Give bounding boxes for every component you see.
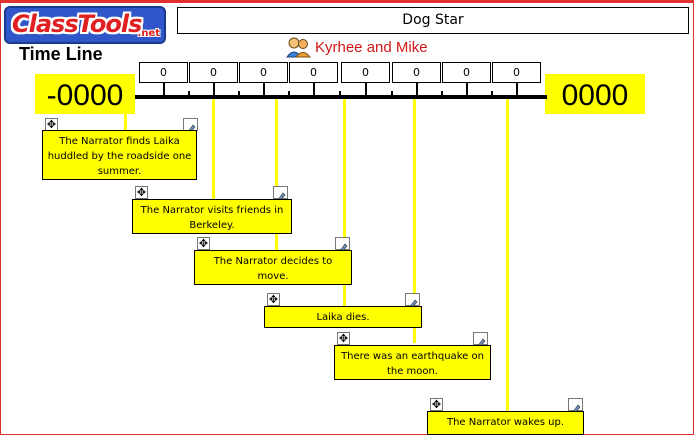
classtools-logo[interactable]: ClassTools .net (4, 6, 166, 44)
event-card[interactable]: Laika dies. (264, 306, 422, 328)
pen-icon[interactable] (473, 332, 488, 349)
event-card[interactable]: The Narrator wakes up. (427, 411, 584, 435)
tick-label: 0 (341, 62, 390, 83)
pen-icon[interactable] (405, 293, 420, 310)
author-row: Kyrhee and Mike (285, 36, 428, 58)
move-icon[interactable]: ✥ (197, 237, 210, 250)
event-text: The Narrator visits friends in Berkeley. (140, 205, 284, 231)
tick-label: 0 (392, 62, 441, 83)
event-text: The Narrator decides to move. (213, 256, 333, 282)
end-year[interactable]: 0000 (545, 74, 645, 114)
axis-tick (263, 83, 265, 97)
axis-minor-tick (391, 91, 393, 97)
event-stem-3 (275, 99, 278, 251)
move-icon[interactable]: ✥ (430, 398, 443, 411)
tick-label: 0 (239, 62, 288, 83)
move-icon[interactable]: ✥ (135, 186, 148, 199)
axis-tick (416, 83, 418, 97)
move-icon[interactable]: ✥ (267, 293, 280, 306)
pen-icon[interactable] (335, 237, 350, 254)
author-name: Kyrhee and Mike (315, 38, 428, 56)
axis-tick (163, 83, 165, 97)
event-text: There was an earthquake on the moon. (341, 351, 484, 377)
timeline-title[interactable]: Dog Star (177, 7, 689, 34)
pen-icon[interactable] (568, 398, 583, 415)
event-text: The Narrator wakes up. (446, 417, 565, 428)
users-icon (285, 36, 312, 58)
event-stem-5 (413, 99, 416, 343)
tick-label: 0 (492, 62, 541, 83)
tick-label: 0 (289, 62, 338, 83)
event-card[interactable]: The Narrator decides to move. (194, 250, 352, 285)
tick-label: 0 (442, 62, 491, 83)
event-text: The Narrator finds Laika huddled by the … (47, 136, 192, 177)
axis-tick (365, 83, 367, 97)
logo-word: ClassTools (12, 10, 142, 38)
tick-label: 0 (189, 62, 238, 83)
axis-minor-tick (491, 91, 493, 97)
event-card[interactable]: The Narrator finds Laika huddled by the … (42, 130, 197, 180)
frame-top-border (0, 0, 694, 3)
tick-label: 0 (139, 62, 188, 83)
axis-minor-tick (339, 91, 341, 97)
event-text: Laika dies. (316, 312, 370, 323)
event-stem-4 (343, 99, 346, 309)
pen-icon[interactable] (273, 186, 288, 203)
axis-minor-tick (188, 91, 190, 97)
timeline-axis (135, 95, 547, 99)
axis-minor-tick (441, 91, 443, 97)
event-card[interactable]: There was an earthquake on the moon. (334, 345, 491, 380)
axis-tick (313, 83, 315, 97)
logo-suffix: .net (137, 28, 160, 39)
move-icon[interactable]: ✥ (337, 332, 350, 345)
axis-minor-tick (238, 91, 240, 97)
event-stem-1 (124, 99, 127, 131)
event-stem-6 (506, 99, 509, 411)
axis-minor-tick (288, 91, 290, 97)
page-label: Time Line (19, 44, 103, 64)
axis-tick (466, 83, 468, 97)
event-card[interactable]: The Narrator visits friends in Berkeley. (132, 199, 292, 234)
axis-tick (516, 83, 518, 97)
start-year[interactable]: -0000 (35, 74, 135, 114)
axis-tick (213, 83, 215, 97)
event-stem-2 (212, 99, 215, 200)
